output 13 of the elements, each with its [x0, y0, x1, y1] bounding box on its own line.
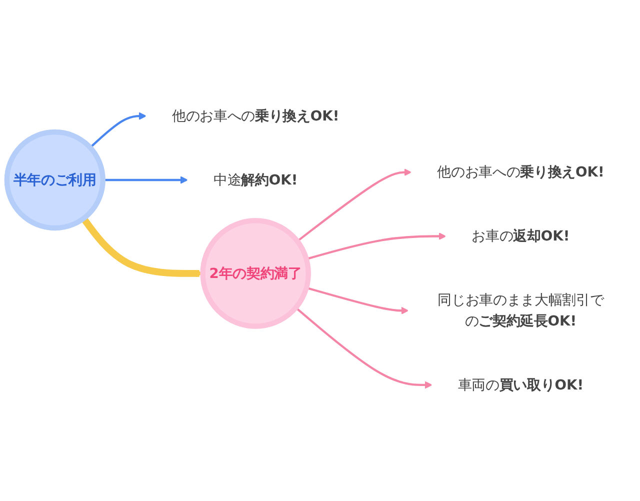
- node-text: 他のお車への乗り換えOK!: [172, 107, 340, 124]
- node-text: 他のお車への乗り換えOK!: [437, 164, 604, 180]
- node-text: 車両の買い取りOK!: [458, 376, 584, 393]
- arrow: [295, 306, 432, 389]
- node-circle: 半年のご利用: [4, 129, 106, 231]
- node-text: 中途解約OK!: [214, 171, 298, 188]
- arrow: [296, 168, 412, 242]
- node-circle: 2年の契約満了: [200, 218, 311, 329]
- arrow: [306, 232, 446, 260]
- arrow: [89, 112, 146, 148]
- node-text: 同じお車のまま大幅割引でのご契約延長OK!: [438, 292, 604, 329]
- arrow: [306, 286, 409, 314]
- node-text: お車の返却OK!: [472, 228, 570, 244]
